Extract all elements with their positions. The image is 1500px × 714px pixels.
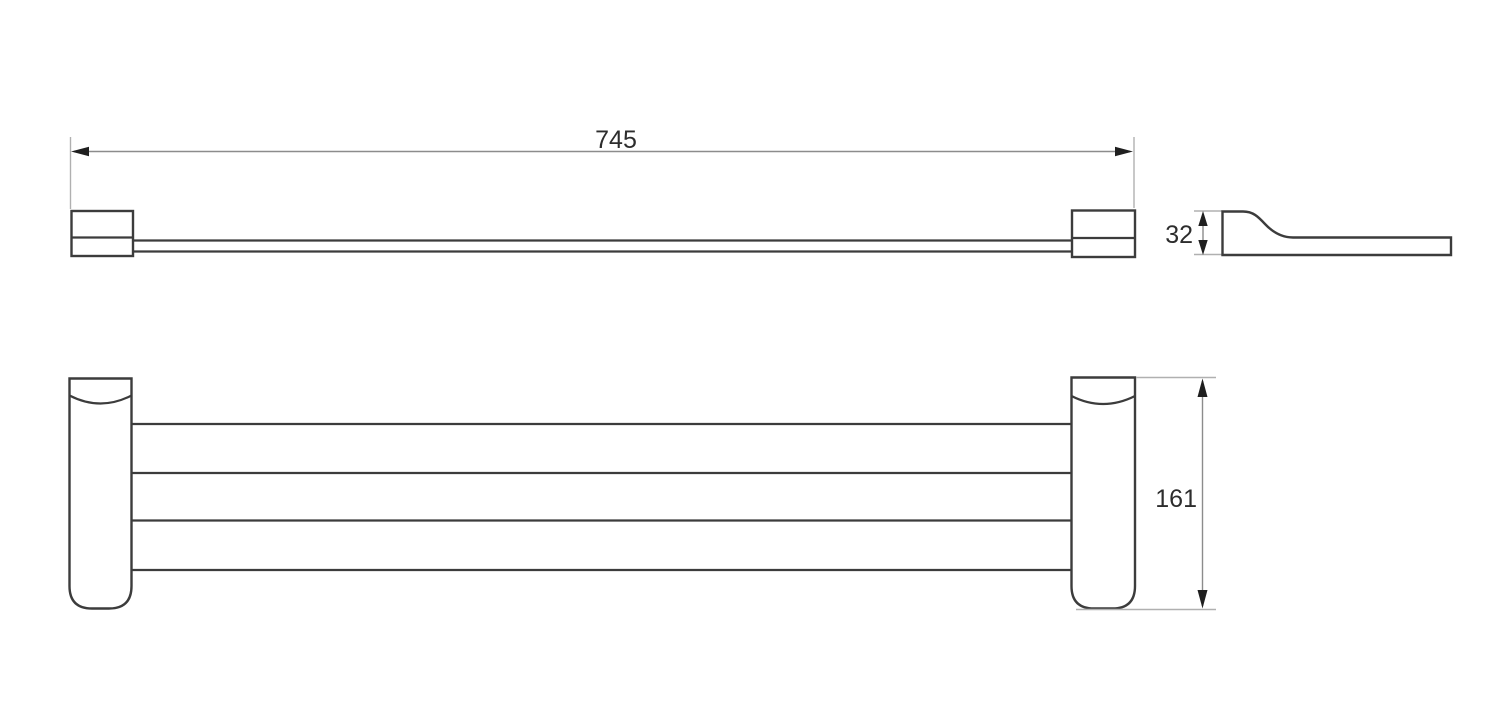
- plan-left-bracket: [70, 209, 135, 258]
- height-arrow-down-icon: [1197, 590, 1208, 609]
- front-right-bracket-cap-seam: [1071, 395, 1136, 406]
- plan-view: 745: [69, 126, 1137, 259]
- height-arrow-up-icon: [1197, 378, 1208, 397]
- front-right-bracket: [1070, 376, 1137, 610]
- plan-right-bracket: [1070, 209, 1137, 259]
- front-left-bracket: [68, 377, 133, 610]
- height-dimension: 161: [1076, 376, 1216, 611]
- bracket-profile-outline: [1221, 210, 1453, 257]
- height-dimension-value: 161: [1155, 485, 1197, 513]
- length-arrow-left-icon: [71, 146, 89, 157]
- length-dimension: 745: [69, 126, 1135, 209]
- length-dimension-value: 745: [595, 126, 637, 154]
- front-left-bracket-cap-seam: [68, 394, 133, 405]
- side-profile-view: 32: [1165, 210, 1453, 257]
- front-view: 161: [68, 376, 1216, 611]
- depth-dimension: 32: [1165, 210, 1222, 256]
- depth-arrow-down-icon: [1198, 240, 1208, 255]
- depth-arrow-up-icon: [1198, 211, 1208, 226]
- depth-dimension-value: 32: [1165, 221, 1193, 249]
- length-arrow-right-icon: [1115, 146, 1133, 157]
